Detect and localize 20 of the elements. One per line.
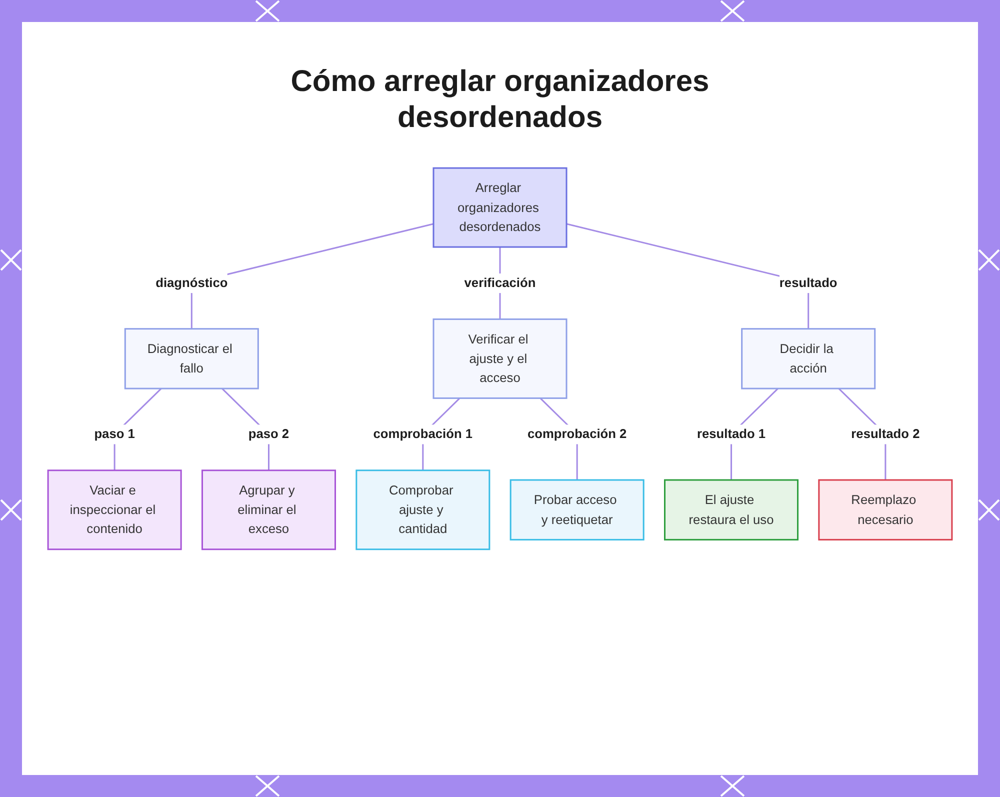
node-box: Reemplazo necesario	[818, 479, 953, 540]
edge-label: paso 1	[94, 426, 135, 442]
node-box: Vaciar e inspeccionar el contenido	[47, 470, 182, 550]
node-box: Arreglar organizadores desordenados	[432, 167, 568, 248]
edge-label: resultado 2	[851, 426, 920, 442]
edge-label: resultado 1	[696, 426, 766, 442]
node-box: Comprobar ajuste y cantidad	[356, 470, 490, 550]
edge-label: resultado	[779, 276, 838, 290]
diagram-title: Cómo arreglar organizadores desordenados	[290, 64, 710, 136]
edge-label: comprobación 1	[373, 426, 473, 442]
node-box: Verificar el ajuste y el acceso	[432, 318, 568, 399]
node-box: Agrupar y eliminar el exceso	[201, 470, 336, 550]
node-box: Diagnosticar el fallo	[124, 328, 259, 390]
edge-label: comprobación 2	[527, 426, 627, 442]
node-box: Decidir la acción	[741, 328, 876, 390]
node-box: Probar acceso y reetiquetar	[510, 479, 644, 540]
edge-label: diagnóstico	[156, 276, 228, 290]
edge-label: paso 2	[248, 426, 290, 442]
edge-label: verificación	[464, 276, 536, 290]
node-box: El ajuste restaura el uso	[664, 479, 799, 540]
